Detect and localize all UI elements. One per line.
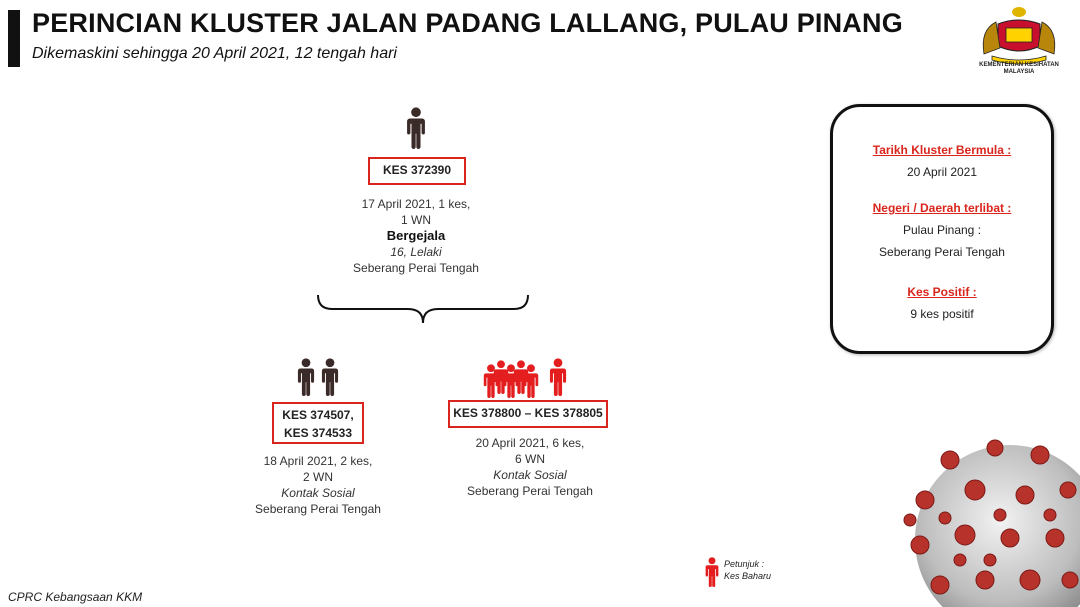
title-accent-bar bbox=[8, 10, 20, 67]
start-date-value: 20 April 2021 bbox=[906, 165, 978, 179]
legend-title: Petunjuk : bbox=[724, 559, 765, 569]
left-person-icon-2 bbox=[320, 358, 340, 396]
root-district: Seberang Perai Tengah bbox=[353, 261, 479, 275]
left-person-icon-1 bbox=[296, 358, 316, 396]
right-contact: Kontak Sosial bbox=[493, 468, 567, 482]
area-district: Seberang Perai Tengah bbox=[879, 245, 1005, 259]
cluster-info-panel: Tarikh Kluster Bermula : 20 April 2021 N… bbox=[830, 104, 1054, 354]
root-case-box: KES 372390 bbox=[368, 157, 466, 185]
root-person-icon bbox=[405, 107, 427, 149]
left-case-label-1: KES 374507, bbox=[282, 408, 354, 422]
right-details: 20 April 2021, 6 kes, 6 WN Kontak Sosial… bbox=[440, 435, 620, 499]
left-case-box: KES 374507, KES 374533 bbox=[272, 402, 364, 444]
page-title: PERINCIAN KLUSTER JALAN PADANG LALLANG, … bbox=[32, 8, 903, 38]
branch-brace bbox=[317, 294, 529, 324]
start-date-label: Tarikh Kluster Bermula : bbox=[872, 143, 1012, 157]
legend-new-case-label: Kes Baharu bbox=[724, 571, 772, 581]
root-details: 17 April 2021, 1 kes, 1 WN Bergejala 16,… bbox=[326, 196, 506, 276]
legend: Petunjuk : Kes Baharu bbox=[724, 558, 771, 582]
right-case-box: KES 378800 – KES 378805 bbox=[448, 400, 608, 428]
left-district: Seberang Perai Tengah bbox=[255, 502, 381, 516]
right-case-label: KES 378800 – KES 378805 bbox=[453, 406, 603, 420]
right-wn-line: 6 WN bbox=[515, 452, 545, 466]
root-wn-line: 1 WN bbox=[401, 213, 431, 227]
root-date-line: 17 April 2021, 1 kes, bbox=[361, 197, 471, 211]
footer-source: CPRC Kebangsaan KKM bbox=[8, 590, 143, 604]
area-state: Pulau Pinang : bbox=[902, 223, 982, 237]
right-person-group bbox=[482, 358, 572, 398]
positive-label: Kes Positif : bbox=[907, 285, 977, 299]
left-contact: Kontak Sosial bbox=[281, 486, 355, 500]
logo-caption: KEMENTERIAN KESIHATAN MALAYSIA bbox=[979, 62, 1059, 75]
coat-of-arms-logo bbox=[982, 7, 1056, 65]
left-date-line: 18 April 2021, 2 kes, bbox=[263, 454, 373, 468]
left-details: 18 April 2021, 2 kes, 2 WN Kontak Sosial… bbox=[228, 453, 408, 517]
root-profile: 16, Lelaki bbox=[390, 245, 442, 259]
page-subtitle: Dikemaskini sehingga 20 April 2021, 12 t… bbox=[32, 45, 397, 62]
right-district: Seberang Perai Tengah bbox=[467, 484, 593, 498]
left-wn-line: 2 WN bbox=[303, 470, 333, 484]
right-person-icon-6 bbox=[548, 358, 568, 396]
positive-value: 9 kes positif bbox=[910, 307, 974, 321]
left-case-label-2: KES 374533 bbox=[283, 426, 353, 440]
area-label: Negeri / Daerah terlibat : bbox=[872, 201, 1012, 215]
root-case-label: KES 372390 bbox=[382, 163, 452, 177]
legend-new-case-icon bbox=[704, 557, 720, 587]
right-person-icon-5 bbox=[522, 364, 540, 398]
root-status: Bergejala bbox=[386, 228, 446, 243]
coronavirus-illustration bbox=[903, 439, 1080, 607]
right-date-line: 20 April 2021, 6 kes, bbox=[475, 436, 585, 450]
